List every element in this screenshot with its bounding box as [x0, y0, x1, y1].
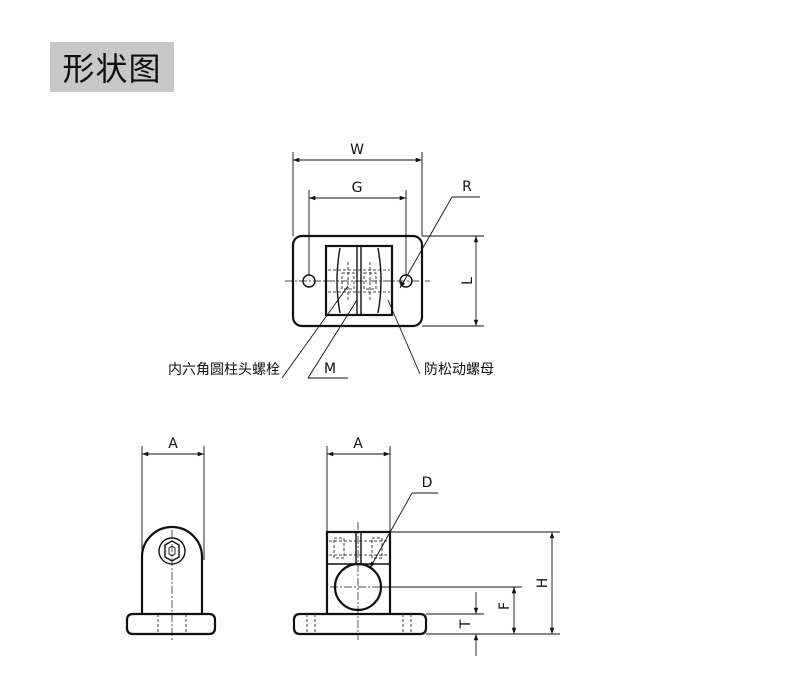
front-dim-H-label: H — [535, 578, 551, 589]
front-dim-D-label: D — [422, 475, 433, 491]
side-dim-A-label: A — [168, 436, 178, 452]
front-base — [292, 612, 428, 636]
bolt-callout-label: 内六角圆柱头螺栓 — [168, 362, 280, 378]
top-view: W G R L 内六角圆柱头螺栓 M 防松动螺母 — [168, 142, 494, 379]
nut-callout-label: 防松动螺母 — [424, 362, 494, 378]
dim-L-label: L — [460, 277, 476, 285]
front-dim-A-label: A — [353, 436, 363, 452]
front-dim-F-label: F — [497, 602, 513, 610]
top-clamp-block — [324, 244, 394, 317]
front-view: A D H F T — [292, 436, 560, 656]
front-body — [325, 530, 392, 614]
section-title-box: 形状图 — [50, 42, 174, 92]
section-title: 形状图 — [62, 50, 162, 88]
dim-G-label: G — [352, 180, 363, 196]
side-upright — [140, 525, 204, 614]
side-base — [125, 612, 217, 636]
dim-R-label: R — [462, 179, 472, 195]
dim-M-label: M — [324, 361, 336, 377]
front-dim-T-label: T — [458, 619, 474, 629]
dim-W-label: W — [350, 142, 364, 158]
side-view: A — [125, 436, 217, 640]
